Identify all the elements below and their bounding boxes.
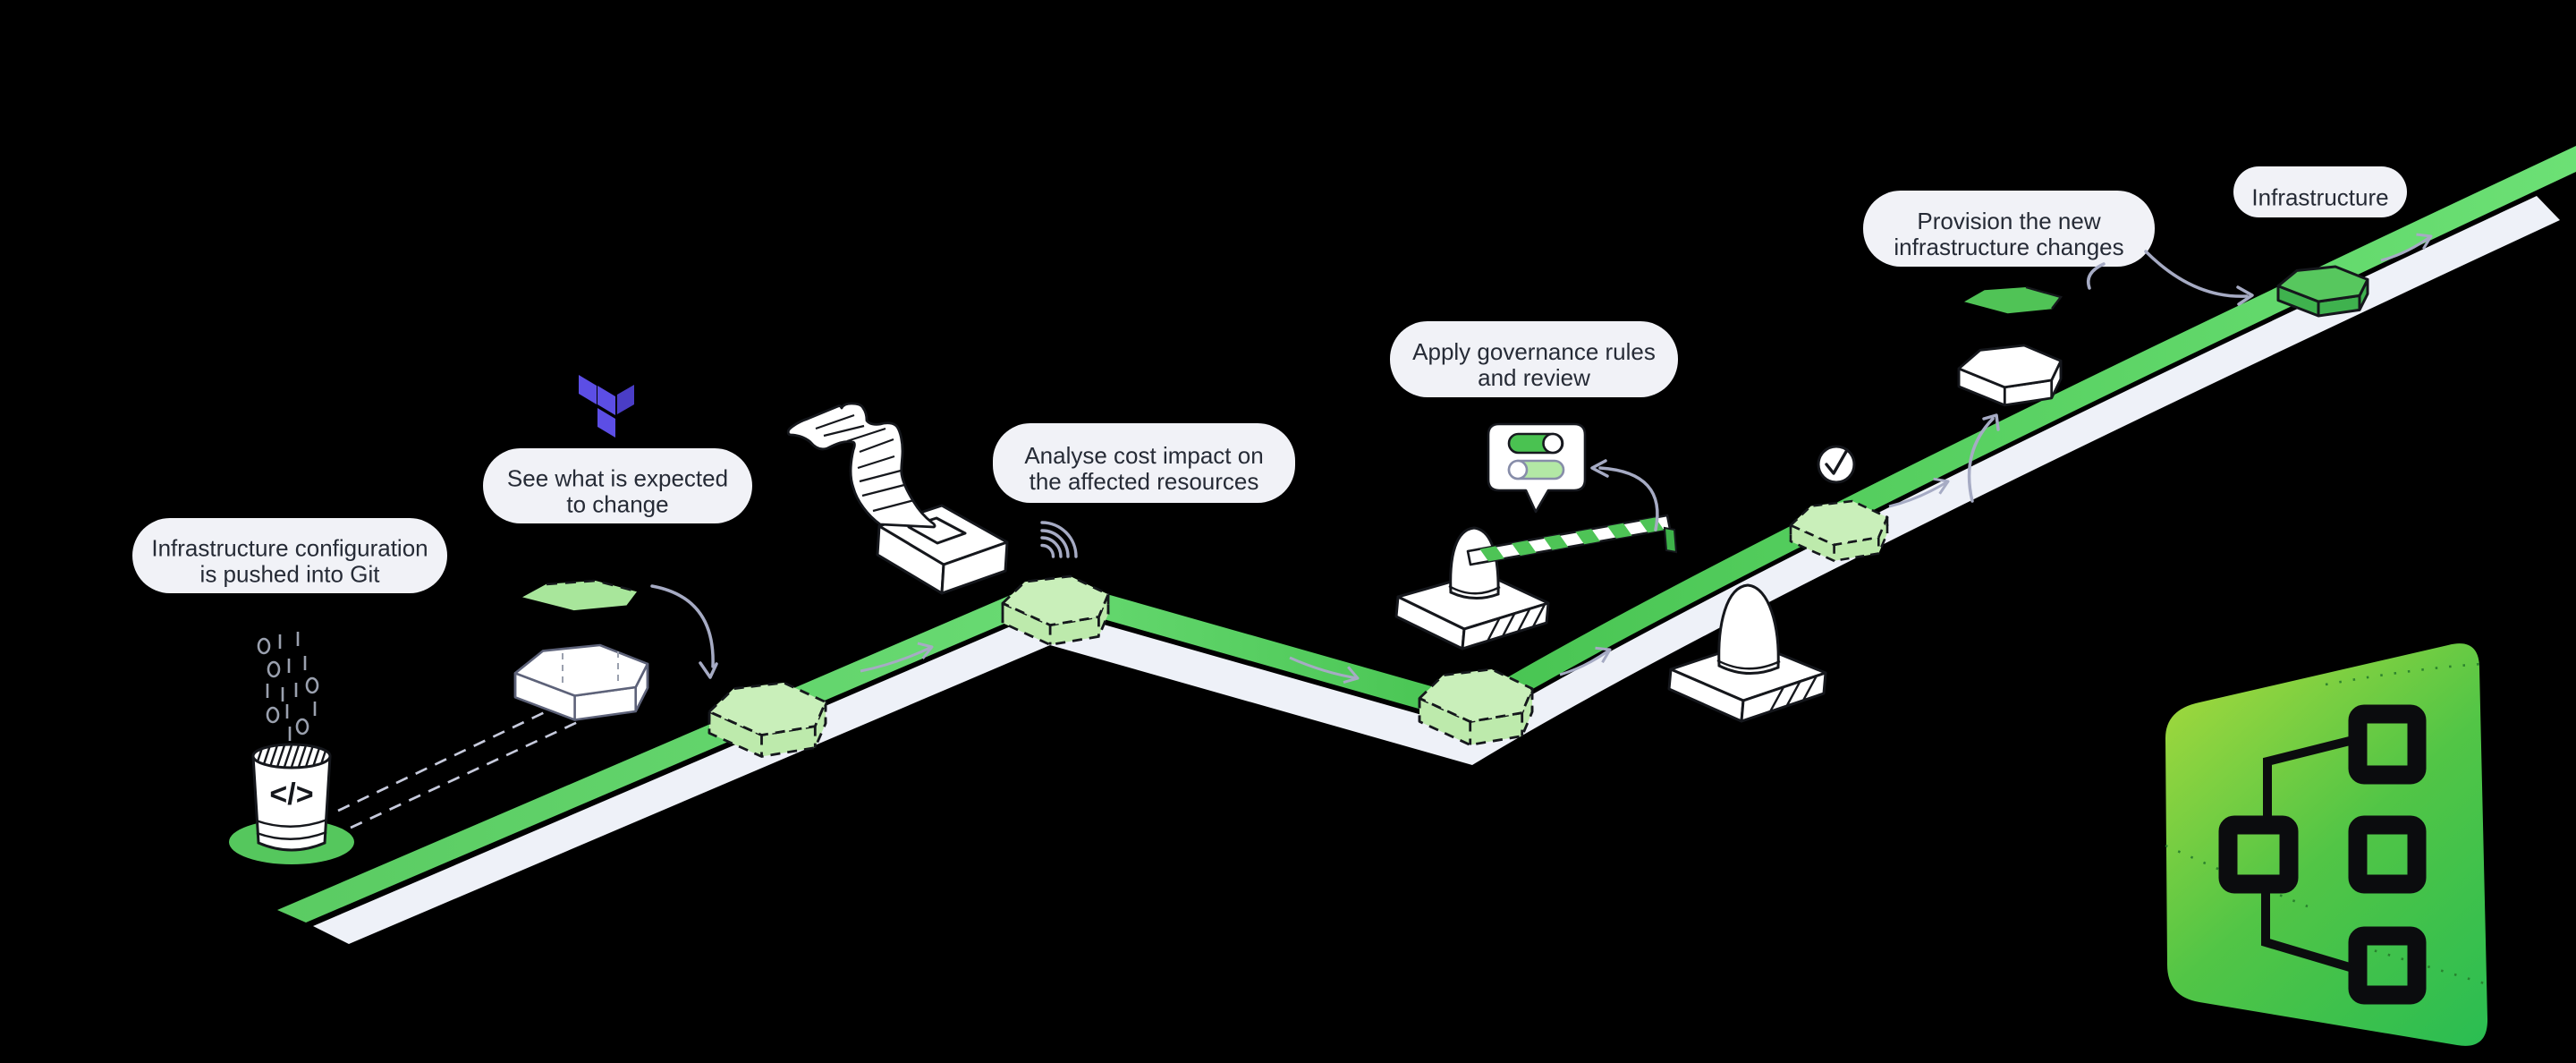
svg-text:infrastructure changes: infrastructure changes (1894, 234, 2123, 260)
svg-text:Provision the new: Provision the new (1917, 208, 2100, 234)
svg-text:is pushed into Git: is pushed into Git (200, 561, 381, 588)
svg-text:and review: and review (1478, 364, 1590, 391)
svg-text:Infrastructure: Infrastructure (2251, 184, 2388, 211)
svg-text:Apply governance rules: Apply governance rules (1412, 338, 1656, 365)
svg-text:See what is expected: See what is expected (507, 465, 728, 492)
svg-text:to change: to change (566, 491, 668, 518)
svg-text:Infrastructure configuration: Infrastructure configuration (151, 535, 428, 562)
svg-text:</>: </> (269, 778, 313, 812)
svg-text:Analyse cost impact on: Analyse cost impact on (1024, 442, 1263, 469)
svg-text:the affected resources: the affected resources (1030, 468, 1259, 495)
